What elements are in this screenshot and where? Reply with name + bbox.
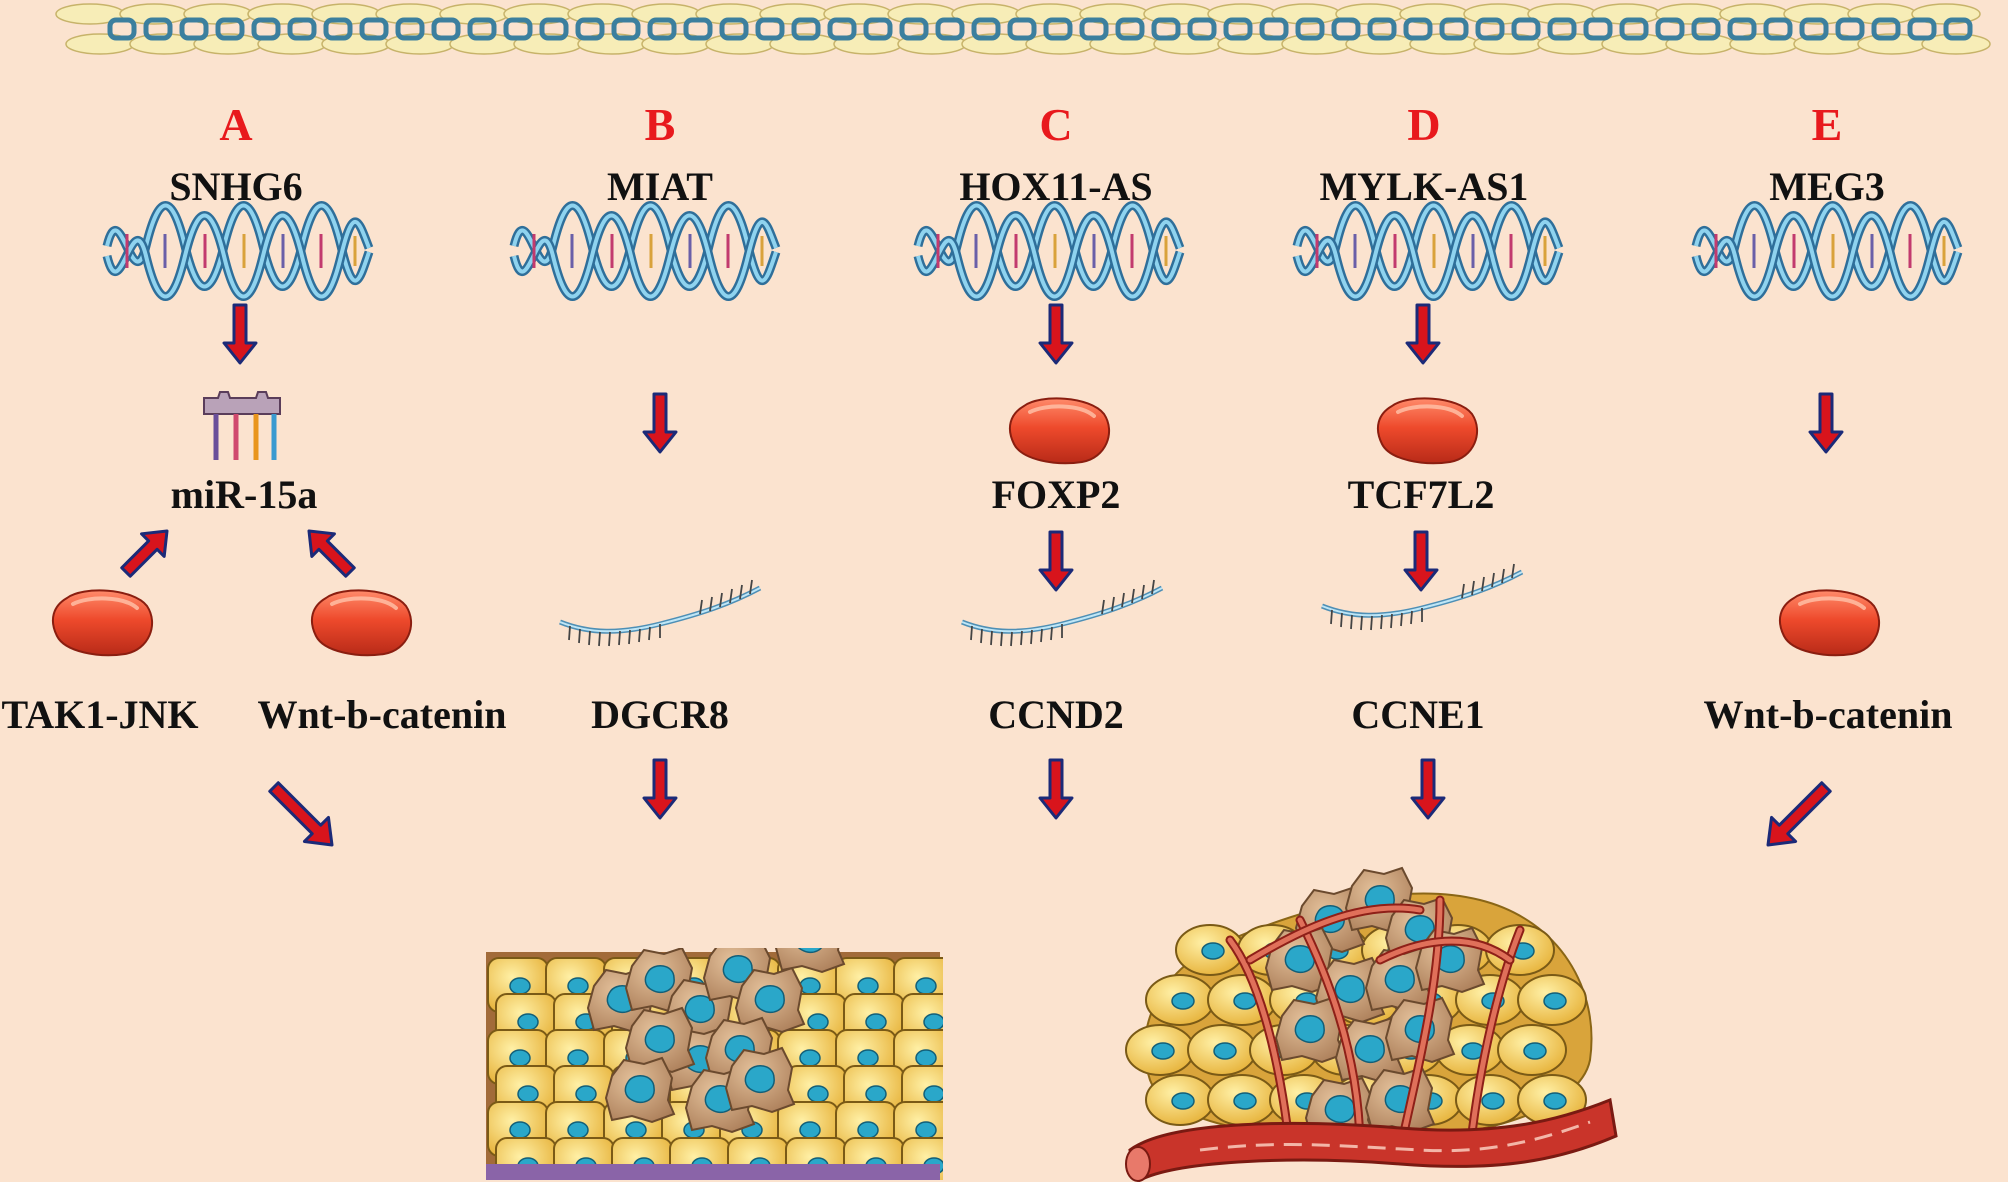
label-mir-15a: miR-15a bbox=[171, 472, 318, 517]
arrow-diagonal-down-left bbox=[1766, 781, 1832, 847]
protein-icon bbox=[50, 588, 155, 658]
arrow-diagonal-left bbox=[120, 529, 169, 578]
arrow-diagonal-down-right bbox=[268, 781, 334, 847]
protein-icon bbox=[1375, 396, 1480, 466]
label-tcf7l2: TCF7L2 bbox=[1348, 472, 1495, 517]
label-wnt-b-catenin-a: Wnt-b-catenin bbox=[258, 692, 507, 737]
label-dgcr8: DGCR8 bbox=[591, 692, 729, 737]
panel-letter-d: D bbox=[1407, 99, 1440, 150]
panel-letter-e: E bbox=[1812, 99, 1843, 150]
lncrna-label-miat: MIAT bbox=[607, 164, 713, 209]
label-ccnd2: CCND2 bbox=[988, 692, 1124, 737]
panel-letter-a: A bbox=[219, 99, 252, 150]
lncrna-label-meg3: MEG3 bbox=[1769, 164, 1885, 209]
label-foxp2: FOXP2 bbox=[992, 472, 1121, 517]
tissue-icon bbox=[1125, 867, 1618, 1182]
tissue-icon bbox=[486, 948, 943, 1180]
panel-letter-c: C bbox=[1039, 99, 1072, 150]
cell-layer-band-icon bbox=[55, 3, 1991, 55]
label-tak1-jnk: TAK1-JNK bbox=[1, 692, 198, 737]
arrow-diagonal-right bbox=[307, 529, 356, 578]
label-ccne1: CCNE1 bbox=[1351, 692, 1484, 737]
panel-letter-b: B bbox=[645, 99, 676, 150]
mirna-icon bbox=[203, 391, 281, 460]
label-wnt-b-catenin-e: Wnt-b-catenin bbox=[1704, 692, 1953, 737]
lncrna-label-snhg6: SNHG6 bbox=[169, 164, 302, 209]
protein-icon bbox=[309, 588, 414, 658]
protein-icon bbox=[1007, 396, 1112, 466]
protein-icon bbox=[1777, 588, 1882, 658]
